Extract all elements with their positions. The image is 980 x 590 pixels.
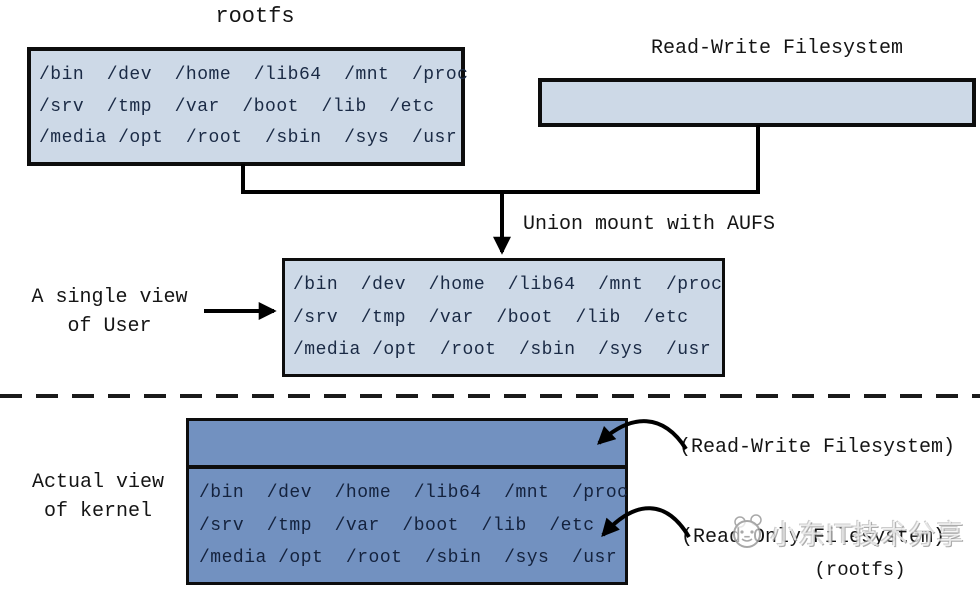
kernel-view-label: Actual view of kernel	[8, 468, 188, 526]
rw-filesystem-annotation: (Read-Write Filesystem)	[679, 436, 956, 459]
fs-row: /media /opt /root /sbin /sys /usr	[293, 339, 712, 360]
fs-row: /media /opt /root /sbin /sys /usr	[39, 128, 458, 149]
kernel-ro-layer-section: /bin /dev /home /lib64 /mnt /proc /srv /…	[189, 469, 629, 582]
fs-row: /bin /dev /home /lib64 /mnt /proc	[39, 64, 469, 85]
union-mounted-filesystem-box: /bin /dev /home /lib64 /mnt /proc /srv /…	[282, 258, 725, 377]
fs-row: /bin /dev /home /lib64 /mnt /proc	[293, 275, 723, 296]
union-mount-label: Union mount with AUFS	[523, 213, 776, 236]
user-view-label: A single view of User	[12, 283, 207, 341]
fs-row: /srv /tmp /var /boot /lib /etc	[39, 96, 435, 117]
rootfs-filesystem-box: /bin /dev /home /lib64 /mnt /proc /srv /…	[27, 47, 469, 166]
kernel-rw-layer-band	[189, 421, 625, 469]
fs-row: /srv /tmp /var /boot /lib /etc	[199, 515, 595, 536]
kernel-view-label-line2: of kernel	[43, 500, 153, 523]
fs-row: /srv /tmp /var /boot /lib /etc	[293, 307, 689, 328]
rootfs-title: rootfs	[215, 4, 295, 29]
user-view-label-line2: of User	[67, 315, 152, 338]
fs-row: /media /opt /root /sbin /sys /usr	[199, 547, 618, 568]
fs-row: /bin /dev /home /lib64 /mnt /proc	[199, 483, 629, 504]
user-view-label-line1: A single view	[31, 286, 188, 309]
kernel-view-label-line1: Actual view	[31, 471, 165, 494]
read-write-filesystem-title: Read-Write Filesystem	[650, 37, 904, 60]
ro-filesystem-annotation: (Read-Only Filesystem)	[681, 526, 946, 549]
rootfs-annotation: (rootfs)	[814, 559, 906, 581]
read-write-filesystem-box	[538, 78, 976, 127]
kernel-view-stack-box: /bin /dev /home /lib64 /mnt /proc /srv /…	[186, 418, 628, 585]
